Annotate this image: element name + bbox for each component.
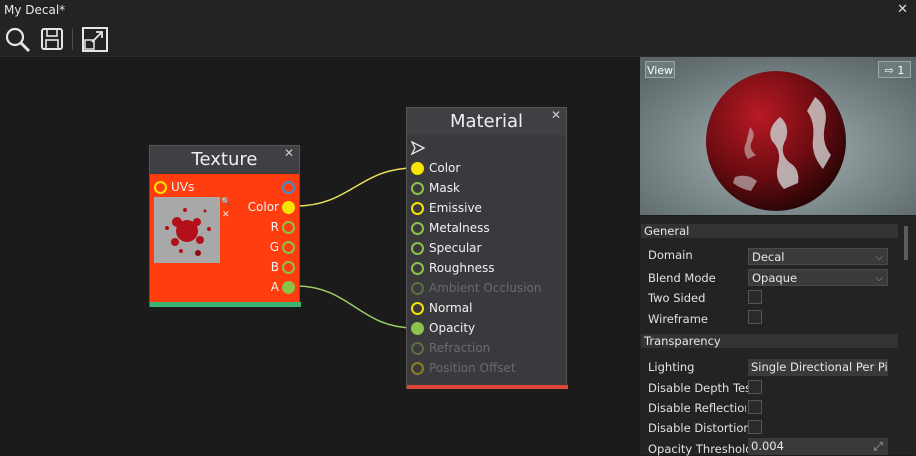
domain-label: Domain bbox=[648, 248, 693, 262]
close-window-button[interactable]: ✕ bbox=[897, 2, 908, 17]
properties-panel: General Domain Decal ⌵ Blend Mode Opaque ⌵… bbox=[640, 216, 916, 456]
opacity-threshold-value: 0.004 bbox=[751, 439, 784, 453]
lighting-dropdown[interactable]: Single Directional Per Pixel bbox=[748, 359, 888, 376]
general-section-header[interactable]: General bbox=[641, 224, 898, 238]
wire-opacity bbox=[295, 285, 415, 329]
blood-splatter-icon bbox=[155, 198, 219, 262]
g-output-label: G bbox=[269, 240, 279, 254]
fullscreen-button[interactable] bbox=[81, 25, 109, 53]
texture-node-header[interactable]: Texture ✕ bbox=[150, 146, 299, 173]
uvs-input-port[interactable] bbox=[154, 181, 167, 194]
save-icon bbox=[41, 28, 63, 50]
texture-thumbnail[interactable] bbox=[154, 197, 220, 263]
opacity-threshold-field[interactable]: 0.004 ⤢ bbox=[748, 438, 888, 455]
metalness-input-port[interactable] bbox=[411, 222, 424, 235]
properties-scrollbar[interactable] bbox=[904, 226, 908, 260]
specular-input-port[interactable] bbox=[411, 242, 424, 255]
chevron-down-icon: ⌵ bbox=[875, 252, 883, 263]
disable-reflections-checkbox[interactable] bbox=[748, 400, 762, 414]
search-icon bbox=[5, 27, 31, 53]
connection-wires bbox=[295, 167, 415, 329]
domain-value: Decal bbox=[752, 250, 785, 264]
ambient-occlusion-input-label: Ambient Occlusion bbox=[429, 281, 542, 295]
roughness-input-label: Roughness bbox=[429, 261, 495, 275]
metalness-input-label: Metalness bbox=[429, 221, 490, 235]
disable-distortion-label: Disable Distortion bbox=[648, 421, 751, 435]
g-output-port[interactable] bbox=[282, 241, 295, 254]
refraction-input-port[interactable] bbox=[411, 342, 424, 355]
wireframe-checkbox[interactable] bbox=[748, 310, 762, 324]
texture-node-body: UVs 🔍 ✕ Color R G bbox=[150, 174, 299, 302]
opacity-threshold-label: Opacity Threshold bbox=[648, 442, 753, 456]
emissive-input-label: Emissive bbox=[429, 201, 482, 215]
toolbar-separator bbox=[72, 28, 73, 50]
emissive-input-port[interactable] bbox=[411, 202, 424, 215]
window-titlebar: My Decal* ✕ bbox=[0, 0, 916, 22]
two-sided-checkbox[interactable] bbox=[748, 290, 762, 304]
disable-distortion-checkbox[interactable] bbox=[748, 420, 762, 434]
material-node-title: Material bbox=[449, 111, 524, 132]
refraction-input-label: Refraction bbox=[429, 341, 491, 355]
texture-node-footer bbox=[150, 302, 301, 307]
mask-input-port[interactable] bbox=[411, 182, 424, 195]
b-output-label: B bbox=[270, 260, 279, 274]
color-output-port[interactable] bbox=[282, 201, 295, 214]
material-node-footer bbox=[407, 385, 568, 389]
blend-mode-value: Opaque bbox=[752, 271, 798, 285]
two-sided-label: Two Sided bbox=[648, 291, 706, 305]
blend-mode-dropdown[interactable]: Opaque ⌵ bbox=[748, 269, 888, 286]
disable-depth-test-checkbox[interactable] bbox=[748, 380, 762, 394]
wireframe-label: Wireframe bbox=[648, 312, 708, 326]
color-output-label: Color bbox=[247, 200, 279, 214]
chevron-down-icon: ⌵ bbox=[875, 273, 883, 284]
fullscreen-icon bbox=[82, 27, 108, 52]
opacity-input-port[interactable] bbox=[411, 322, 424, 335]
a-output-label: A bbox=[270, 280, 279, 294]
domain-dropdown[interactable]: Decal ⌵ bbox=[748, 248, 888, 265]
search-button[interactable] bbox=[3, 25, 31, 53]
roughness-input-port[interactable] bbox=[411, 262, 424, 275]
transparency-section-header[interactable]: Transparency bbox=[641, 334, 898, 348]
a-output-port[interactable] bbox=[282, 281, 295, 294]
normal-input-port[interactable] bbox=[411, 302, 424, 315]
uvs-input-label: UVs bbox=[171, 180, 195, 194]
thumbnail-clear-button[interactable]: ✕ bbox=[222, 210, 230, 220]
ambient-occlusion-input-port[interactable] bbox=[411, 282, 424, 295]
thumbnail-browse-button[interactable]: 🔍 bbox=[221, 197, 231, 206]
view-button[interactable]: View bbox=[645, 61, 675, 78]
expand-icon[interactable]: ⤢ bbox=[873, 439, 883, 453]
window-title: My Decal* bbox=[4, 3, 66, 17]
disable-reflections-label: Disable Reflections bbox=[648, 401, 746, 415]
texture-node[interactable]: Texture ✕ UVs 🔍 ✕ bbox=[149, 145, 301, 307]
color-input-port[interactable] bbox=[411, 162, 424, 175]
position-offset-input-label: Position Offset bbox=[429, 361, 516, 375]
opacity-input-label: Opacity bbox=[429, 321, 476, 335]
material-node-close-button[interactable]: ✕ bbox=[550, 108, 561, 122]
preview-sphere-icon bbox=[640, 57, 916, 215]
b-output-port[interactable] bbox=[282, 261, 295, 274]
r-output-label: R bbox=[270, 220, 279, 234]
r-output-port[interactable] bbox=[282, 221, 295, 234]
mask-input-label: Mask bbox=[429, 181, 460, 195]
disable-depth-test-label: Disable Depth Test bbox=[648, 381, 756, 395]
preview-counter-button[interactable]: ⇨ 1 bbox=[878, 61, 911, 78]
wire-color bbox=[295, 167, 415, 207]
lighting-label: Lighting bbox=[648, 360, 695, 374]
texture-node-title: Texture bbox=[191, 149, 258, 170]
normal-input-label: Normal bbox=[429, 301, 473, 315]
toolbar bbox=[0, 22, 916, 57]
specular-input-label: Specular bbox=[429, 241, 482, 255]
uvs-output-port[interactable] bbox=[282, 181, 295, 194]
material-preview[interactable]: View ⇨ 1 bbox=[640, 57, 916, 215]
color-input-label: Color bbox=[429, 161, 461, 175]
output-arrow-icon bbox=[410, 141, 426, 155]
blend-mode-label: Blend Mode bbox=[648, 271, 716, 285]
texture-node-close-button[interactable]: ✕ bbox=[283, 146, 294, 160]
material-node-header[interactable]: Material ✕ bbox=[407, 108, 566, 135]
position-offset-input-port[interactable] bbox=[411, 362, 424, 375]
save-button[interactable] bbox=[39, 25, 67, 53]
